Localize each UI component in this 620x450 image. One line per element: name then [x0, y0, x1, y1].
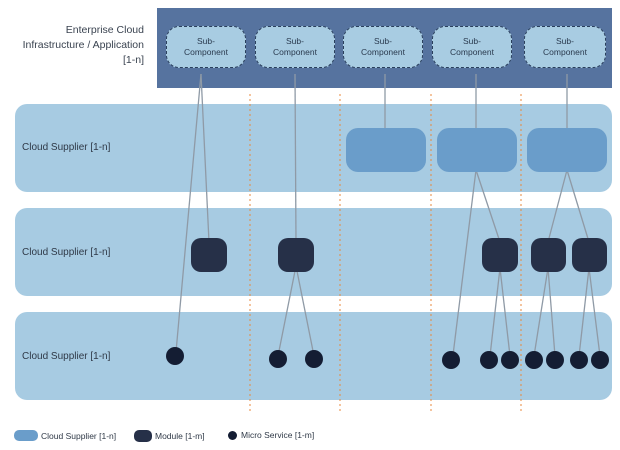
- sub-component-5[interactable]: Sub-Component: [524, 26, 606, 68]
- connector-line: [452, 169, 477, 356]
- sub-component-label: Component: [273, 47, 317, 57]
- sub-component-label: Component: [450, 47, 494, 57]
- sub-component-label: Component: [361, 47, 405, 57]
- sub-component-4[interactable]: Sub-Component: [432, 26, 512, 68]
- modules: [191, 238, 607, 272]
- legend-swatch-supplier: [14, 430, 38, 441]
- micro-service-node[interactable]: [546, 351, 564, 369]
- micro-services: [166, 347, 609, 369]
- legend-label: Micro Service [1-m]: [241, 430, 315, 440]
- enterprise-title-line: Enterprise Cloud: [65, 24, 144, 36]
- legend-item-micro: Micro Service [1-m]: [228, 430, 314, 440]
- connector-line: [200, 73, 210, 243]
- sub-component-2[interactable]: Sub-Component: [255, 26, 335, 68]
- enterprise-title: Enterprise Cloud Infrastructure / Applic…: [6, 23, 144, 68]
- connector-line: [547, 169, 568, 243]
- connector-line: [294, 73, 297, 243]
- connector-line: [499, 267, 511, 357]
- enterprise-title-line: Infrastructure / Application: [22, 39, 144, 51]
- connectors: [175, 73, 601, 357]
- legend-label: Module [1-m]: [155, 431, 205, 441]
- connector-line: [533, 267, 549, 357]
- connector-line: [175, 73, 202, 353]
- micro-service-node[interactable]: [501, 351, 519, 369]
- connector-line: [295, 265, 315, 357]
- supplier-block[interactable]: [527, 128, 607, 172]
- connector-line: [277, 265, 297, 357]
- module-node[interactable]: [482, 238, 518, 272]
- legend-swatch-module: [134, 430, 152, 442]
- module-node[interactable]: [278, 238, 314, 272]
- sub-component-label: Component: [184, 47, 228, 57]
- band-label: Cloud Supplier [1-n]: [22, 247, 111, 258]
- sub-component-label: Sub-: [197, 36, 215, 46]
- sub-component-label: Sub-: [556, 36, 574, 46]
- supplier-block[interactable]: [346, 128, 426, 172]
- connector-line: [475, 169, 501, 243]
- micro-service-node[interactable]: [269, 350, 287, 368]
- legend-item-supplier: Cloud Supplier [1-n]: [14, 430, 116, 441]
- micro-service-node[interactable]: [525, 351, 543, 369]
- micro-service-node[interactable]: [442, 351, 460, 369]
- legend-swatch-micro: [228, 430, 237, 440]
- connector-line: [547, 267, 556, 357]
- connector-line: [489, 267, 501, 357]
- connector-line: [566, 169, 590, 243]
- supplier-blocks: [346, 128, 607, 172]
- micro-service-node[interactable]: [570, 351, 588, 369]
- band-label: Cloud Supplier [1-n]: [22, 142, 111, 153]
- enterprise-title-line: [1-n]: [122, 54, 144, 66]
- band-label: Cloud Supplier [1-n]: [22, 351, 111, 362]
- column-separators: [249, 94, 522, 414]
- module-node[interactable]: [572, 238, 607, 272]
- sub-component-1[interactable]: Sub-Component: [166, 26, 246, 68]
- legend-label: Cloud Supplier [1-n]: [41, 430, 117, 441]
- sub-component-label: Sub-: [374, 36, 392, 46]
- sub-component-3[interactable]: Sub-Component: [343, 26, 423, 68]
- connector-line: [588, 267, 601, 357]
- micro-service-node[interactable]: [166, 347, 184, 365]
- module-node[interactable]: [531, 238, 566, 272]
- micro-service-node[interactable]: [591, 351, 609, 369]
- micro-service-node[interactable]: [480, 351, 498, 369]
- legend-item-module: Module [1-m]: [134, 430, 205, 442]
- supplier-block[interactable]: [437, 128, 517, 172]
- micro-service-node[interactable]: [305, 350, 323, 368]
- sub-component-label: Sub-: [463, 36, 481, 46]
- sub-component-label: Sub-: [286, 36, 304, 46]
- module-node[interactable]: [191, 238, 227, 272]
- connector-line: [578, 267, 590, 357]
- sub-component-label: Component: [543, 47, 587, 57]
